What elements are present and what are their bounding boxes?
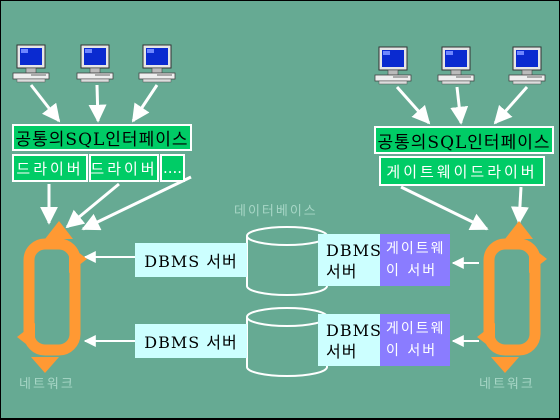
network-ring-icon — [17, 221, 87, 373]
computer-icon — [374, 46, 412, 85]
left-driver-ellipsis: .... — [160, 154, 185, 182]
network-label-right: 네트워크 — [479, 377, 535, 392]
computer-icon — [508, 46, 546, 85]
server-link-arrows — [83, 251, 479, 347]
client-arrows — [29, 84, 529, 125]
computer-icon — [437, 46, 475, 85]
database-label: 데이터베이스 — [234, 204, 318, 219]
dbms-server-box: DBMS 서버 — [135, 324, 247, 358]
left-sql-interface-box: 공통의SQL인터페이스 — [12, 124, 192, 151]
right-gateway-driver-box: 게이트웨이드라이버 — [379, 156, 545, 186]
right-sql-interface-box: 공통의SQL인터페이스 — [374, 126, 554, 154]
computer-icon — [138, 44, 176, 83]
dbms-server-label: 서버 — [326, 262, 358, 281]
left-driver-box-2: 드라이버 — [89, 154, 159, 182]
computer-icon — [76, 44, 114, 83]
network-label-left: 네트워크 — [19, 377, 75, 392]
left-driver-box-1: 드라이버 — [12, 154, 88, 182]
dbms-server-box: DBMS 서버 — [318, 234, 382, 286]
gateway-server-label: 이 서버 — [386, 343, 438, 359]
dbms-server-box: DBMS 서버 — [318, 314, 382, 366]
network-ring-icon — [477, 221, 547, 373]
gateway-server-box: 게이트웨 이 서버 — [380, 234, 450, 286]
gateway-server-box: 게이트웨 이 서버 — [380, 314, 450, 366]
gateway-server-label: 이 서버 — [386, 263, 438, 279]
dbms-server-label: DBMS — [326, 241, 382, 260]
dbms-server-label: 서버 — [326, 342, 358, 361]
database-cylinder-icon — [246, 307, 328, 377]
dbms-server-label: DBMS — [326, 321, 382, 340]
computer-icon — [12, 44, 50, 83]
driver-network-arrows — [40, 175, 529, 231]
gateway-server-label: 게이트웨 — [386, 241, 446, 257]
database-cylinder-icon — [246, 226, 328, 296]
gateway-server-label: 게이트웨 — [386, 321, 446, 337]
dbms-server-box: DBMS 서버 — [135, 243, 247, 277]
